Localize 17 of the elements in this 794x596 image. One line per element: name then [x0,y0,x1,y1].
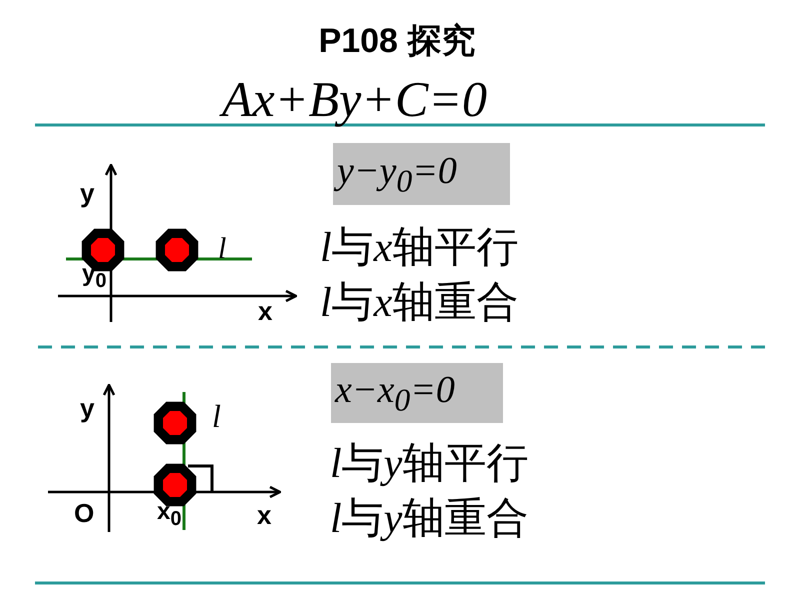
equation-box [333,143,510,205]
statement-text: l与y轴重合 [330,497,528,540]
axis-label: y [80,395,94,421]
statement-text: l与y轴平行 [330,442,528,485]
axis-label: O [74,500,94,526]
axis-label: y$_{0}$ [82,262,106,291]
axis-label: y [80,180,94,206]
axis-label: x [257,502,272,528]
title: P108 探究 [318,24,476,58]
statement-text: l与x轴平行 [320,226,518,269]
axis-label: x$_{0}$ [157,500,182,529]
axis-label: x [258,298,272,324]
equation-box [331,363,503,423]
equation-text: x−x$_{0}$=0 [335,368,455,418]
statement-text: l与x轴重合 [320,281,518,324]
line-label: l [212,400,221,432]
line-label: l [218,234,226,264]
